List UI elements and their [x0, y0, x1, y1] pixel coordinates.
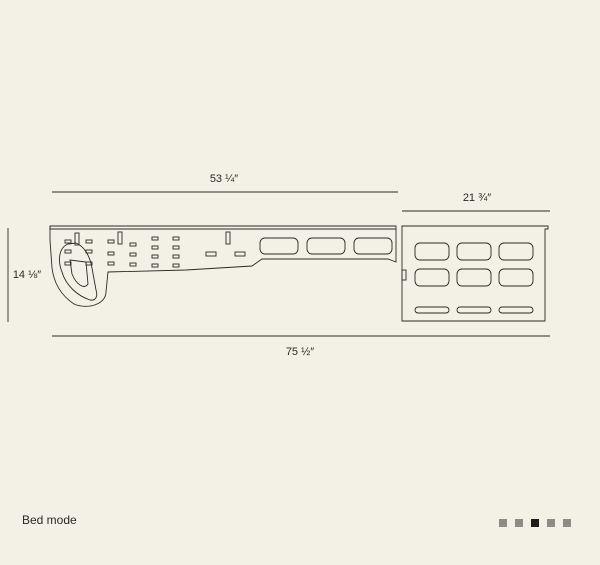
right-panel-cutout	[414, 242, 450, 261]
left-panel-outline	[49, 225, 397, 307]
peg	[74, 232, 80, 246]
right-panel-cutout	[456, 242, 492, 261]
pagination-dot[interactable]	[531, 519, 539, 527]
dimension-label-top-right: 21 ¾″	[463, 192, 491, 204]
pagination-dot[interactable]	[563, 519, 571, 527]
right-panel-cutout	[456, 268, 492, 287]
pagination-dot[interactable]	[515, 519, 523, 527]
right-panel-outline	[401, 225, 549, 322]
pagination-dot[interactable]	[547, 519, 555, 527]
right-panel-slot	[414, 306, 450, 314]
slot-grid	[64, 236, 246, 268]
right-panel-cutout	[498, 268, 534, 287]
dimension-label-top-left: 53 ¼″	[210, 173, 238, 185]
right-panel-slot	[498, 306, 534, 314]
panel-cutout	[259, 237, 299, 255]
dimension-label-height: 14 ⅛″	[13, 269, 41, 281]
peg	[117, 231, 123, 245]
right-panel-slot	[456, 306, 492, 314]
pagination-dot[interactable]	[499, 519, 507, 527]
right-panel-tab	[401, 269, 407, 281]
pagination-dots	[499, 519, 571, 527]
hook-inner-slot	[69, 259, 89, 287]
right-panel-cutout	[498, 242, 534, 261]
mode-caption: Bed mode	[22, 513, 77, 527]
hook-cutout	[59, 242, 98, 301]
panel-cutout	[306, 237, 346, 255]
dimension-label-bottom: 75 ½″	[286, 346, 314, 358]
right-panel-cutout	[414, 268, 450, 287]
panel-cutout	[353, 237, 393, 255]
left-panel-top-rail	[49, 226, 396, 230]
peg	[225, 231, 231, 245]
